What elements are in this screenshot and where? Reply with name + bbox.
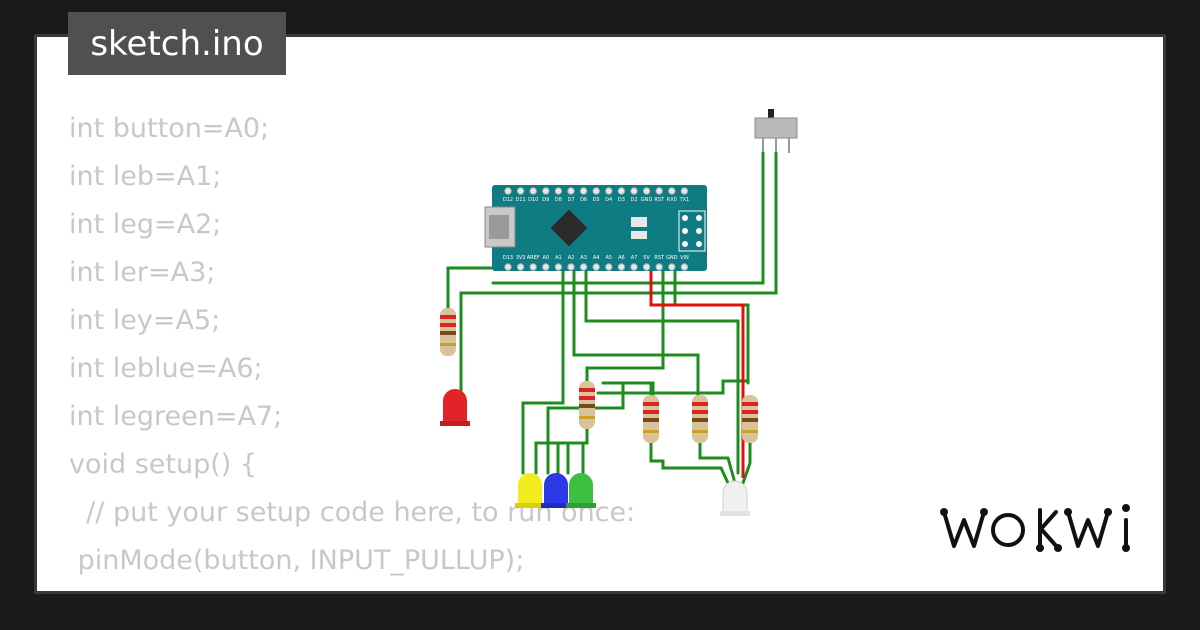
top-pin-label: D5: [593, 197, 600, 203]
code-line: int button=A0;: [69, 113, 270, 144]
top-pin-label: D12: [503, 197, 513, 203]
bottom-pin-label: RST: [654, 255, 665, 261]
code-line: int leb=A1;: [69, 161, 222, 192]
top-pin: [542, 187, 550, 195]
top-pin: [579, 187, 588, 195]
resistor: [742, 395, 758, 443]
led-blue: [541, 473, 571, 508]
power-wire: [649, 265, 745, 478]
code-line: pinMode(button, INPUT_PULLUP);: [69, 545, 525, 576]
top-pin-label: D9: [542, 197, 549, 203]
code-line: void setup() {: [69, 449, 258, 480]
bottom-pin: [529, 263, 537, 271]
bottom-pin-label: A2: [568, 255, 575, 261]
bottom-pin-label: A4: [593, 255, 600, 261]
bottom-pin-label: A5: [605, 255, 612, 261]
wires: [446, 151, 778, 485]
bottom-pin: [617, 263, 626, 271]
bottom-pin: [554, 263, 563, 271]
bottom-pin-label: D13: [503, 255, 513, 261]
bottom-pin-label: A3: [580, 255, 587, 261]
bottom-pin: [655, 263, 663, 271]
bottom-pin-label: AREF: [527, 255, 540, 261]
bottom-pin-label: A1: [555, 255, 562, 261]
led-green: [566, 473, 596, 508]
bottom-pin-label: A6: [618, 255, 625, 261]
bottom-pin-label: A0: [542, 255, 549, 261]
top-pin: [567, 187, 575, 195]
top-pin-label: TX1: [679, 197, 690, 203]
bottom-pin: [592, 263, 600, 271]
bottom-pin: [680, 263, 689, 271]
code-line: int ley=A5;: [69, 305, 221, 336]
top-pin-label: D11: [515, 197, 525, 203]
wokwi-logo: [940, 504, 1130, 552]
top-pin-label: D6: [580, 197, 587, 203]
resistor: [579, 381, 595, 429]
bottom-pin-label: 5V: [643, 255, 650, 261]
led-red: [440, 389, 470, 426]
bottom-pin: [567, 263, 575, 271]
bottom-pin-label: GND: [666, 255, 678, 261]
bottom-pin: [542, 263, 550, 271]
bottom-pin: [579, 263, 588, 271]
top-pin: [554, 187, 563, 195]
top-pin: [516, 187, 525, 195]
slide-switch: [754, 109, 798, 153]
led-white: [720, 480, 750, 516]
sketch-title: sketch.ino: [68, 12, 286, 75]
top-pin-label: GND: [641, 197, 653, 203]
preview-card: int button=A0; int leb=A1; int leg=A2; int …: [34, 34, 1166, 594]
bottom-pin: [516, 263, 525, 271]
code-line: int legreen=A7;: [69, 401, 283, 432]
top-pin-label: D10: [528, 197, 538, 203]
top-pin: [529, 187, 537, 195]
bottom-pin-label: 3V3: [516, 255, 526, 261]
bottom-pin: [504, 263, 512, 271]
top-pin-label: D2: [630, 197, 637, 203]
bottom-pin: [605, 263, 613, 271]
bottom-pin-label: A7: [631, 255, 638, 261]
top-pin-label: D4: [605, 197, 612, 203]
top-pin: [680, 187, 689, 195]
resistor: [692, 395, 708, 443]
top-pin: [605, 187, 613, 195]
bottom-pin: [630, 263, 638, 271]
resistor: [643, 395, 659, 443]
led-yellow: [515, 473, 545, 508]
top-pin-label: D7: [567, 197, 574, 203]
code-preview: int button=A0; int leb=A1; int leg=A2; int …: [69, 105, 635, 591]
bottom-pin: [642, 263, 651, 271]
code-line: int leblue=A6;: [69, 353, 263, 384]
top-pin: [642, 187, 651, 195]
top-pin: [630, 187, 638, 195]
top-pin-label: D8: [555, 197, 562, 203]
top-pin: [668, 187, 676, 195]
resistor: [440, 308, 456, 356]
code-line: int leg=A2;: [69, 209, 222, 240]
top-pin: [655, 187, 663, 195]
code-line: int ler=A3;: [69, 257, 216, 288]
bottom-pin: [668, 263, 676, 271]
bottom-pin-label: VIN: [680, 255, 689, 261]
top-pin-label: D3: [618, 197, 625, 203]
top-pin: [592, 187, 600, 195]
top-pin-label: RX0: [667, 197, 677, 203]
top-pin: [617, 187, 626, 195]
top-pin: [504, 187, 512, 195]
top-pin-label: RST: [654, 197, 665, 203]
